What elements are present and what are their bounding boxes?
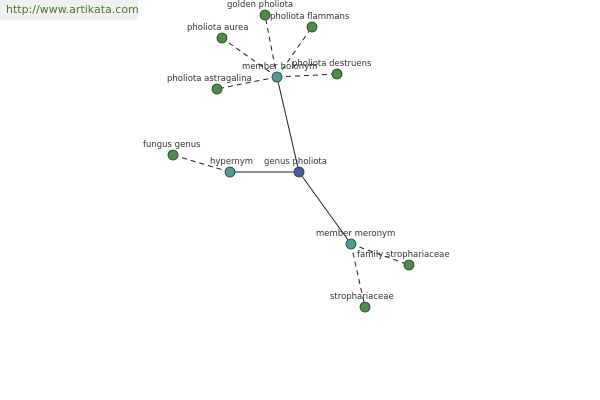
- nodes-layer: [167, 9, 415, 313]
- edge-genus-pholiota-member-meronym: [298, 171, 352, 245]
- edge-member-meronym-family-strophariaceae: [350, 243, 410, 266]
- site-url-link[interactable]: http://www.artikata.com: [0, 0, 139, 20]
- node-strophariaceae[interactable]: [359, 301, 371, 313]
- edge-member-meronym-strophariaceae: [350, 243, 366, 308]
- node-family-strophariaceae[interactable]: [403, 259, 415, 271]
- node-hypernym[interactable]: [224, 166, 236, 178]
- label-pholiota-astragalina[interactable]: pholiota astragalina: [167, 74, 252, 84]
- label-hypernym[interactable]: hypernym: [210, 157, 253, 167]
- edge-genus-pholiota-member-holonym: [276, 76, 300, 173]
- label-family-strophariaceae[interactable]: family strophariaceae: [357, 250, 450, 260]
- label-pholiota-aurea[interactable]: pholiota aurea: [187, 23, 249, 33]
- label-genus-pholiota[interactable]: genus pholiota: [264, 157, 327, 167]
- node-pholiota-destruens[interactable]: [331, 68, 343, 80]
- label-member-holonym[interactable]: member holonym: [242, 62, 317, 72]
- edge-hypernym-fungus-genus: [172, 154, 231, 173]
- label-fungus-genus[interactable]: fungus genus: [143, 140, 201, 150]
- label-pholiota-destruens[interactable]: pholiota destruens: [292, 59, 372, 69]
- edge-member-holonym-golden-pholiota: [264, 14, 278, 78]
- edge-member-holonym-pholiota-astragalina: [216, 76, 278, 90]
- node-pholiota-aurea[interactable]: [216, 32, 228, 44]
- node-pholiota-astragalina[interactable]: [211, 83, 223, 95]
- label-strophariaceae[interactable]: strophariaceae: [330, 292, 394, 302]
- label-member-meronym[interactable]: member meronym: [316, 229, 395, 239]
- node-member-meronym[interactable]: [345, 238, 357, 250]
- edge-member-holonym-pholiota-aurea: [221, 37, 278, 78]
- node-fungus-genus[interactable]: [167, 149, 179, 161]
- node-pholiota-flammans[interactable]: [306, 21, 318, 33]
- edge-member-holonym-pholiota-destruens: [276, 73, 338, 78]
- edge-member-holonym-pholiota-flammans: [276, 26, 313, 78]
- labels-layer: genus pholiota member holonym hypernym memb…: [143, 0, 450, 302]
- label-golden-pholiota[interactable]: golden pholiota: [227, 0, 293, 10]
- edges-layer: [172, 14, 410, 308]
- node-genus-pholiota[interactable]: [293, 166, 305, 178]
- node-member-holonym[interactable]: [271, 71, 283, 83]
- label-pholiota-flammans[interactable]: pholiota flammans: [270, 12, 350, 22]
- node-golden-pholiota[interactable]: [259, 9, 271, 21]
